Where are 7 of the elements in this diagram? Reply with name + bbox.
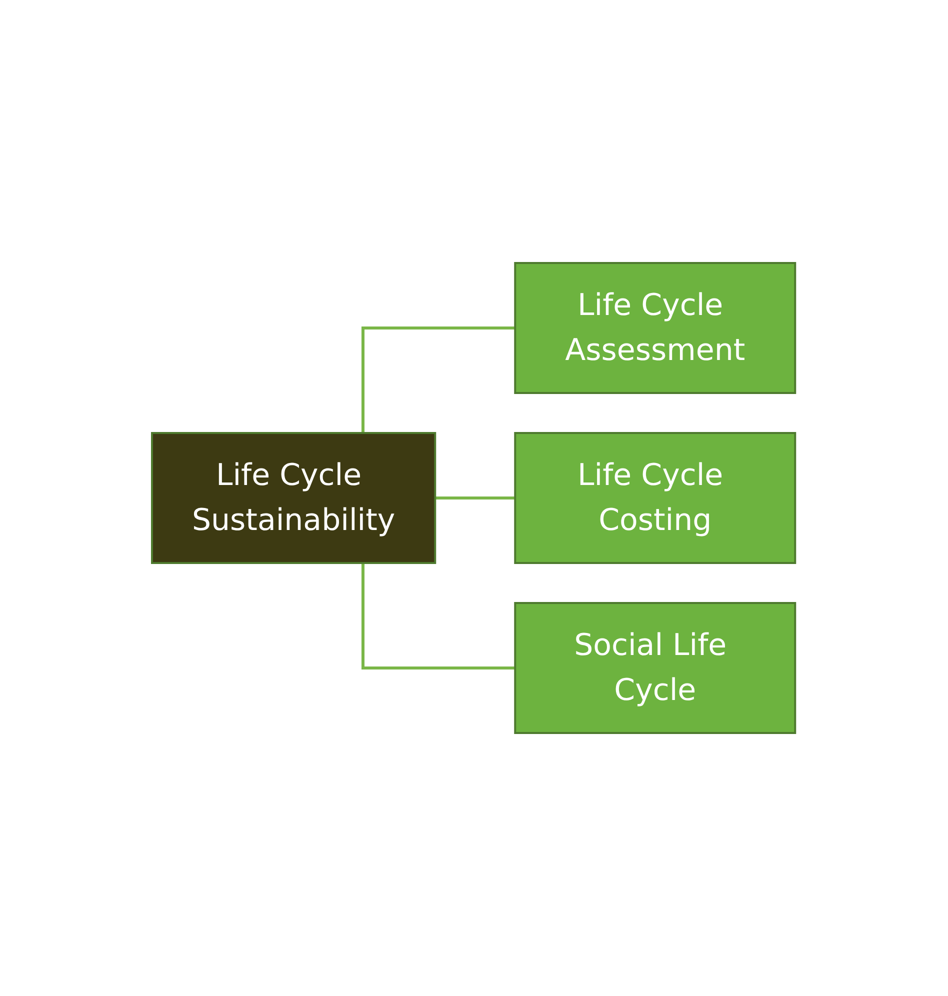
connector (362, 563, 516, 670)
connector (434, 496, 516, 500)
node-box: Life Cycle Costing (514, 432, 797, 564)
node-box: Life Cycle Assessment (514, 262, 797, 394)
node-box: Social Life Cycle (514, 602, 797, 734)
connector (362, 326, 516, 433)
node-box: Life Cycle Sustainability (151, 432, 437, 564)
